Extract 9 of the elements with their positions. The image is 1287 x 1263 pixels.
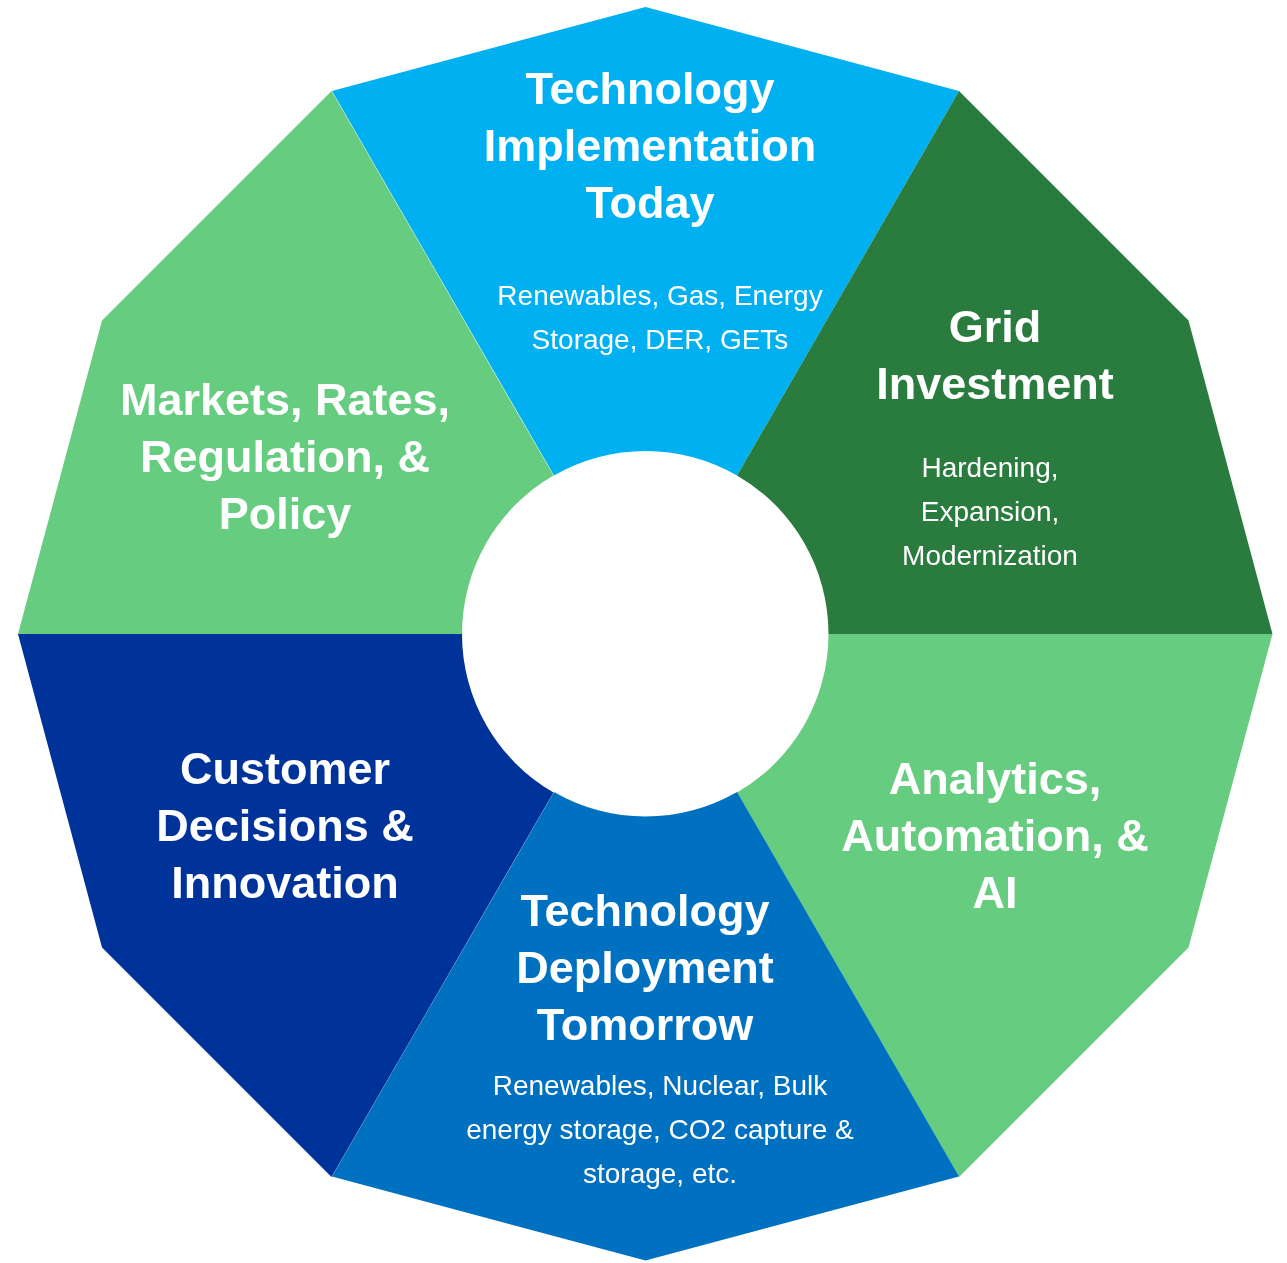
segment-heading: Technology Implementation Today [482, 61, 818, 230]
segment-heading: Customer Decisions & Innovation [155, 741, 415, 910]
segment-description: Hardening, Expansion, Modernization [901, 451, 1079, 573]
segment-heading: Grid Investment [875, 300, 1115, 411]
segment-heading: Analytics, Automation, & AI [840, 751, 1150, 920]
segment-description: Renewables, Gas, Energy Storage, DER, GETs [496, 279, 824, 357]
segment-heading: Markets, Rates, Regulation, & Policy [118, 373, 452, 542]
segment-heading: Technology Deployment Tomorrow [515, 884, 775, 1053]
segment-description: Renewables, Nuclear, Bulk energy storage, CO2 capture & storage, etc. [465, 1069, 855, 1191]
